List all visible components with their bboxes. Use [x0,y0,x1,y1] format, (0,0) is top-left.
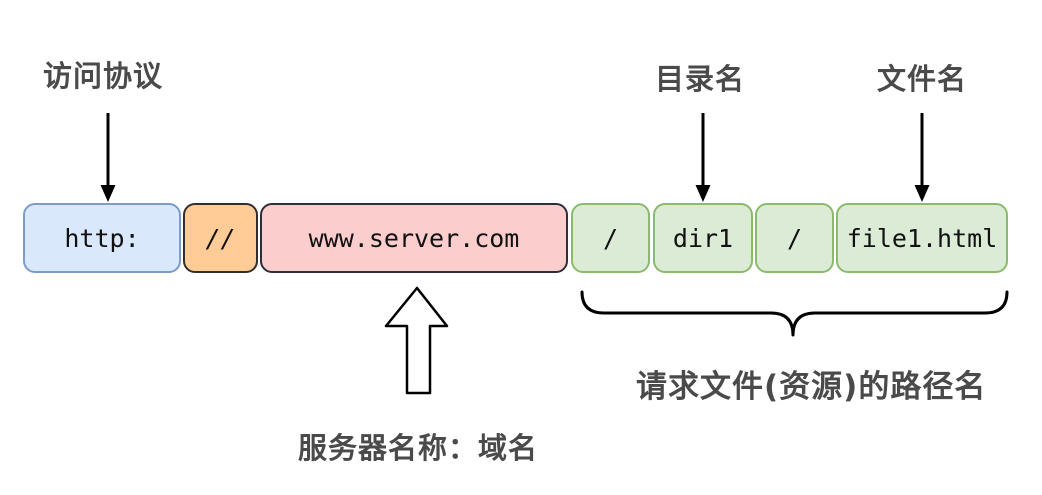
label-request-path: 请求文件(资源)的路径名 [636,369,987,405]
url-segment-file: file1.html [836,203,1008,273]
path-brace-icon [580,290,1009,337]
label-server-domain: 服务器名称：域名 [298,431,539,465]
down-arrow-directory-icon [695,113,711,202]
url-segment-protocol: http: [23,203,181,273]
up-arrow-host-icon [384,286,449,395]
url-segment-slashes: // [183,203,258,273]
label-file-name: 文件名 [877,62,968,96]
url-segment-slash-1: / [571,203,650,273]
url-segment-dir: dir1 [653,203,753,273]
label-access-protocol: 访问协议 [43,59,164,93]
label-directory-name: 目录名 [655,62,746,96]
down-arrow-protocol-icon [100,113,116,202]
url-segment-host: www.server.com [260,203,568,273]
down-arrow-filename-icon [914,113,930,202]
url-segment-slash-2: / [755,203,834,273]
